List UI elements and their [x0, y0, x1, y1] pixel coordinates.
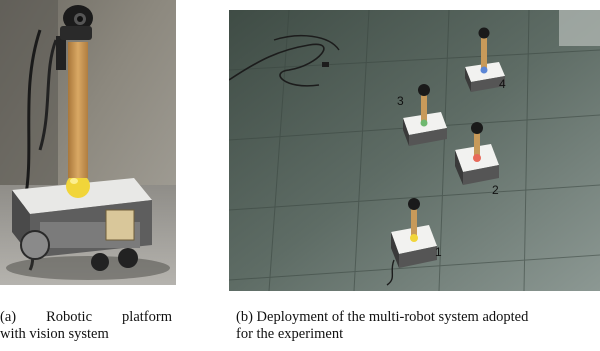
robot-label-1: 1	[435, 245, 442, 259]
robot-4	[465, 27, 505, 92]
subfigure-a-photo	[0, 0, 176, 285]
subfigure-b-photo: 1 2 3 4	[229, 10, 600, 291]
subfigure-b-caption: (b) Deployment of the multi-robot system…	[236, 309, 600, 343]
caption-b-line-2: for the experiment	[236, 326, 344, 342]
caption-a-word-3: platform	[122, 309, 172, 325]
caption-a-word-1: (a)	[0, 309, 17, 325]
caption-a-word-2: Robotic	[46, 309, 93, 325]
subfigure-a-caption: (a) Robotic platform with vision system	[0, 309, 172, 343]
caption-a-line-2: with vision system	[0, 326, 109, 342]
caption-a-line-1: (a) Robotic platform	[0, 309, 172, 326]
robot-platform-image	[0, 0, 176, 285]
robot-2	[455, 122, 499, 185]
robot-label-4: 4	[499, 77, 506, 91]
robot-1	[386, 198, 437, 286]
robot-label-2: 2	[492, 183, 499, 197]
robot-label-3: 3	[397, 94, 404, 108]
caption-b-line-1: (b) Deployment of the multi-robot system…	[236, 309, 529, 325]
multi-robot-deployment-image: 1 2 3 4	[229, 10, 600, 291]
robot-3	[403, 84, 447, 146]
